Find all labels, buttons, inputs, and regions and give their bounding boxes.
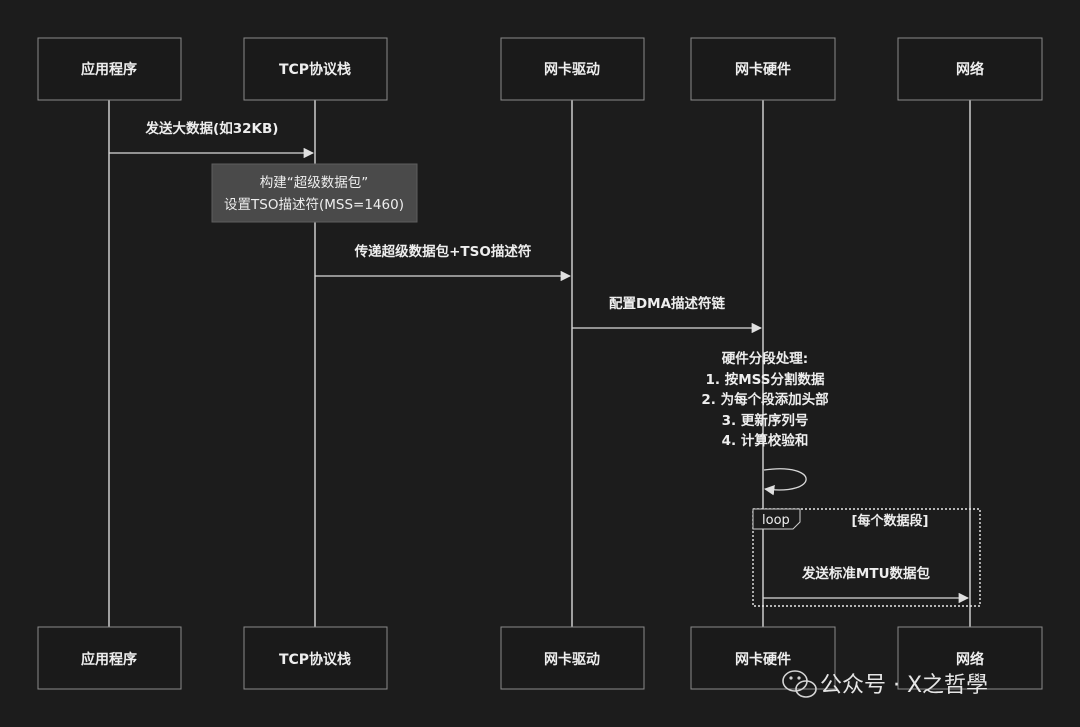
- loop-condition: [每个数据段]: [852, 513, 929, 529]
- actor-network-top: 网络: [897, 37, 1043, 101]
- self-message-line: 2. 为每个段添加头部: [701, 391, 829, 408]
- message-pass-super-packet: 传递超级数据包+TSO描述符: [315, 243, 572, 282]
- actor-label: 网卡硬件: [735, 61, 791, 78]
- actor-driver-top: 网卡驱动: [500, 37, 645, 101]
- actor-label: 网络: [956, 61, 984, 78]
- actor-tcp-top: TCP协议栈: [243, 37, 388, 101]
- actor-label: TCP协议栈: [279, 61, 351, 78]
- actor-label: 应用程序: [81, 61, 137, 78]
- actor-label: TCP协议栈: [279, 651, 351, 668]
- actor-nic-bottom: 网卡硬件: [690, 626, 836, 690]
- actors-bottom: 应用程序 TCP协议栈 网卡驱动 网卡硬件 网络: [37, 626, 1043, 690]
- message-send-large-data: 发送大数据(如32KB): [109, 120, 315, 159]
- actor-label: 网卡驱动: [544, 651, 600, 668]
- actor-nic-top: 网卡硬件: [690, 37, 836, 101]
- actor-label: 网络: [956, 651, 984, 668]
- self-message-line: 4. 计算校验和: [722, 432, 809, 449]
- actors-top: 应用程序 TCP协议栈 网卡驱动 网卡硬件 网络: [37, 37, 1043, 101]
- self-message-arrow: [763, 468, 807, 496]
- watermark: 公众号 · X之哲學: [782, 670, 988, 698]
- watermark-text: 公众号 · X之哲學: [820, 673, 988, 698]
- message-label: 传递超级数据包+TSO描述符: [354, 243, 532, 260]
- actor-label: 网卡硬件: [735, 651, 791, 668]
- actor-network-bottom: 网络: [897, 626, 1043, 690]
- message-configure-dma: 配置DMA描述符链: [572, 295, 763, 334]
- self-message-line: 3. 更新序列号: [722, 412, 809, 429]
- loop-tag: [752, 508, 801, 530]
- loop-label: loop: [762, 513, 790, 528]
- note-line: 设置TSO描述符(MSS=1460): [224, 197, 404, 213]
- note-super-packet: 构建“超级数据包” 设置TSO描述符(MSS=1460): [211, 163, 418, 223]
- actor-app-bottom: 应用程序: [37, 626, 182, 690]
- message-label: 发送大数据(如32KB): [145, 120, 279, 137]
- self-message-hardware-segmentation: 硬件分段处理: 1. 按MSS分割数据 2. 为每个段添加头部 3. 更新序列号…: [701, 350, 829, 496]
- self-message-line: 1. 按MSS分割数据: [706, 371, 825, 388]
- actor-label: 网卡驱动: [544, 61, 600, 78]
- actor-tcp-bottom: TCP协议栈: [243, 626, 388, 690]
- message-label: 配置DMA描述符链: [609, 295, 726, 312]
- self-message-line: 硬件分段处理:: [722, 350, 808, 367]
- actor-driver-bottom: 网卡驱动: [500, 626, 645, 690]
- message-label: 发送标准MTU数据包: [801, 565, 931, 582]
- loop-frame: loop [每个数据段] 发送标准MTU数据包: [752, 508, 981, 607]
- note-line: 构建“超级数据包”: [260, 175, 369, 191]
- wechat-icon: [782, 670, 817, 698]
- actor-app-top: 应用程序: [37, 37, 182, 101]
- actor-label: 应用程序: [81, 651, 137, 668]
